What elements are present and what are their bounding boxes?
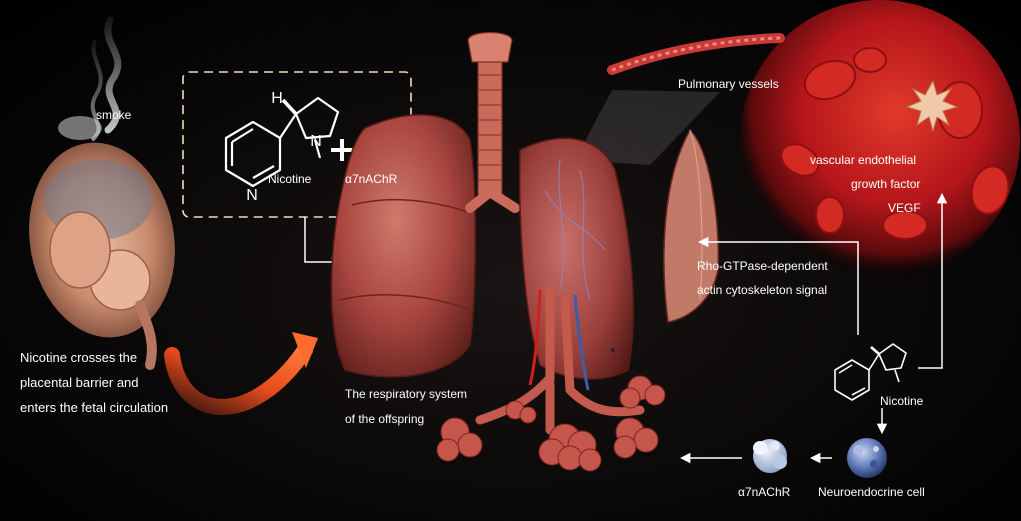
placenta-label-line2: placental barrier and: [20, 375, 139, 390]
transfer-arrow-icon: [164, 332, 318, 415]
placenta-label-line1: Nicotine crosses the: [20, 350, 138, 365]
box-to-lung-connector: [304, 217, 343, 268]
pulmonary-vessel-icon: [575, 33, 785, 165]
pulmonary-vessels-label: Pulmonary vessels: [678, 77, 779, 91]
receptor-protein-bottom-icon: [753, 439, 787, 473]
neuroendocrine-label: Neuroendocrine cell: [818, 485, 925, 499]
nicotine-to-lung-connector: [697, 236, 859, 335]
vegf-label-line1: vascular endothelial: [810, 153, 917, 167]
rho-label-line2: actin cytoskeleton signal: [697, 283, 828, 297]
respiratory-label-line1: The respiratory system: [345, 387, 468, 401]
nicotine-label-top: Nicotine: [268, 172, 312, 186]
rho-label-line1: Rho-GTPase-dependent: [697, 259, 828, 273]
atom-n-pyrrolidine: N: [310, 133, 322, 150]
smoke-label: smoke: [96, 108, 132, 122]
endothelial-cell-icon: [905, 79, 959, 133]
receptor-label-top: α7nAChR: [345, 172, 398, 186]
atom-h: H: [271, 90, 283, 107]
nicotine-to-vegf-connector: [918, 192, 948, 369]
atom-n-ring: N: [246, 187, 258, 204]
vegf-label-line2: growth factor: [851, 177, 921, 191]
receptor-label-bottom: α7nAChR: [738, 485, 791, 499]
nicotine-molecule-icon: [224, 96, 340, 188]
red-blood-cell-icon: [780, 47, 1010, 240]
vegf-label-line3: VEGF: [888, 201, 921, 215]
nicotine-molecule-small-icon: [834, 343, 907, 401]
lung-section-icon: [663, 128, 719, 323]
nicotine-label-right: Nicotine: [880, 394, 924, 408]
blood-vessel-closeup: [740, 0, 1020, 280]
plus-sign: [331, 139, 353, 161]
placenta-label-line3: enters the fetal circulation: [20, 400, 169, 415]
fetus-in-womb-icon: [29, 142, 175, 370]
respiratory-label-line2: of the offspring: [345, 412, 425, 426]
neuroendocrine-cell-icon: [847, 438, 887, 478]
lungs-icon: [330, 31, 666, 472]
smoke-icon: [58, 16, 122, 142]
